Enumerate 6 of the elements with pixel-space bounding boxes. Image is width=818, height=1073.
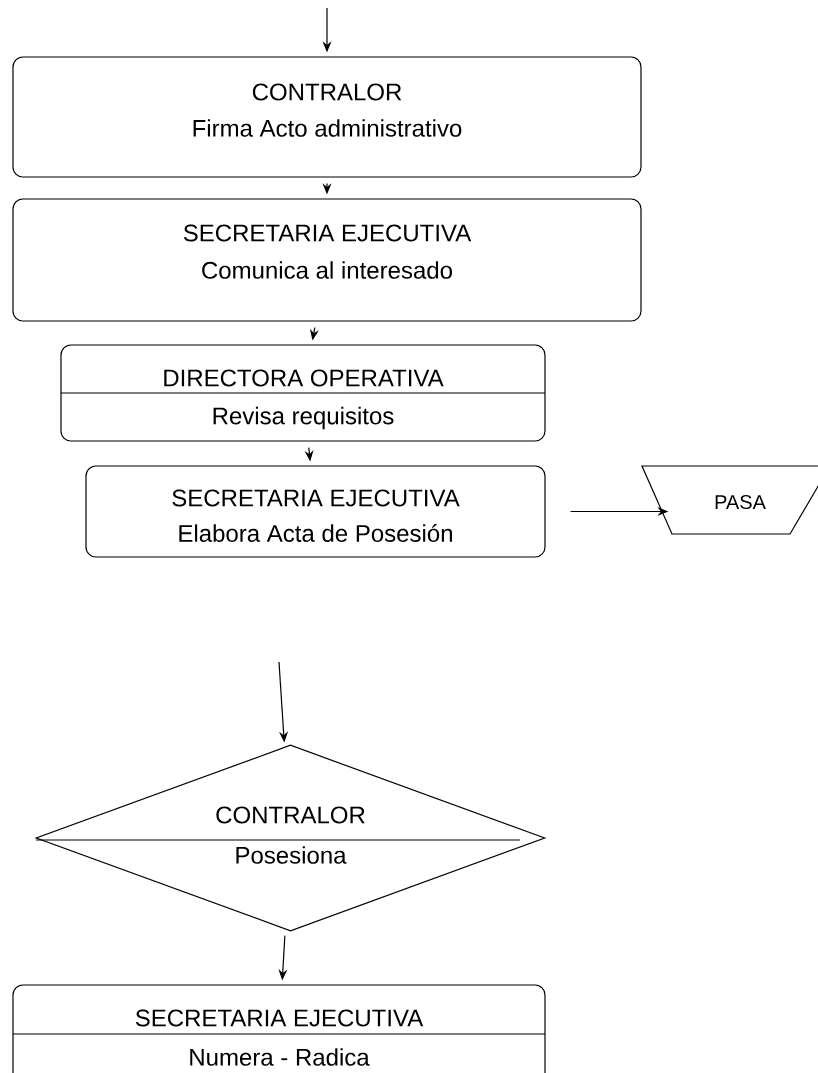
process-box: SECRETARIA EJECUTIVA Elabora Acta de Posesión	[85, 465, 546, 558]
process-box: SECRETARIA EJECUTIVA Comunica al interesado	[12, 198, 642, 322]
process-box: CONTRALOR Firma Acto administrativo	[12, 56, 642, 178]
process-box: SECRETARIA EJECUTIVA Numera - Radica	[12, 984, 546, 1073]
off-page-connector: PASA	[641, 465, 818, 535]
process-box: DIRECTORA OPERATIVA Revisa requisitos	[60, 344, 546, 442]
